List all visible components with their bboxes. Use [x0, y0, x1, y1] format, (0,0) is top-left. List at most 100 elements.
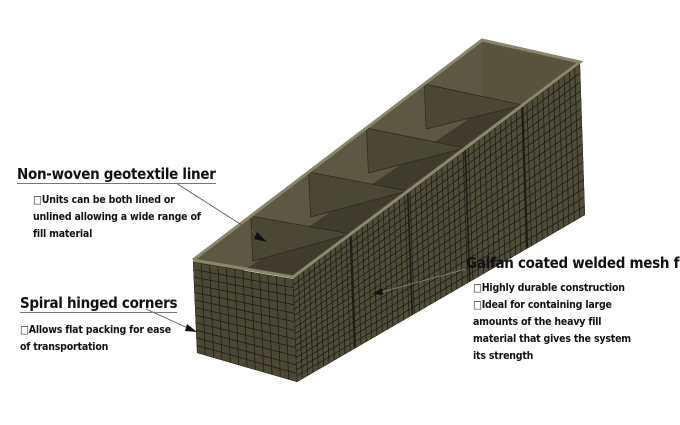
liner-description: □Units can be both lined or unlined allo… [33, 192, 201, 243]
mesh-wire [510, 115, 517, 256]
mesh-wire [294, 143, 583, 334]
mesh-wire [193, 276, 294, 297]
mesh-wire [515, 111, 522, 253]
mesh-wire [195, 322, 296, 349]
mesh-wire [303, 271, 309, 376]
mesh-wire [494, 127, 501, 265]
mesh-wire [295, 152, 584, 340]
corners-line: □Allows flat packing for ease [20, 324, 171, 336]
mesh-wire [196, 337, 297, 366]
liner-line: □Units can be both lined or [33, 194, 175, 206]
mesh-wire [377, 215, 383, 333]
mesh-wire [553, 83, 559, 231]
mesh-description: □Highly durable construction □Ideal for … [473, 280, 631, 365]
mesh-wire [526, 103, 533, 246]
mesh-wire [462, 151, 469, 284]
mesh-wire [367, 223, 373, 339]
mesh-wire [351, 235, 357, 348]
mesh-wire [295, 170, 584, 353]
liner-line: fill material [33, 228, 93, 240]
mesh-line: material that gives the system [473, 333, 631, 345]
mesh-wire [430, 175, 437, 302]
mesh-wire [293, 81, 581, 292]
mesh-wire [194, 307, 296, 331]
mesh-wire [296, 196, 585, 371]
mesh-wire [531, 99, 538, 243]
corners-line: of transportation [20, 341, 109, 353]
mesh-title: Galfan coated welded mesh frame [466, 254, 680, 272]
mesh-wire [499, 123, 506, 262]
mesh-line: its strength [473, 350, 534, 362]
liner-line: unlined allowing a wide range of [33, 211, 201, 223]
mesh-wire [194, 291, 295, 314]
mesh-wire [329, 251, 335, 361]
mesh-wire [547, 87, 554, 234]
mesh-wire [542, 91, 549, 237]
mesh-wire [193, 284, 295, 306]
mesh-wire [297, 275, 303, 379]
mesh-wire [293, 64, 581, 280]
mesh-wire [568, 71, 575, 222]
mesh-wire [356, 231, 362, 345]
front-mesh-grid [193, 262, 297, 382]
mesh-wire [313, 263, 319, 370]
mesh-wire [505, 119, 511, 259]
mesh-wire [195, 314, 296, 340]
mesh-wire [467, 147, 474, 280]
mesh-wire [293, 108, 582, 310]
mesh-wire [308, 267, 314, 373]
panel-seam [407, 192, 413, 316]
mesh-wire [478, 139, 485, 274]
mesh-wire [361, 227, 367, 342]
mesh-wire [382, 211, 389, 330]
corners-description: □Allows flat packing for ease of transpo… [20, 322, 171, 356]
mesh-wire [574, 67, 581, 219]
mesh-wire [483, 135, 490, 271]
mesh-wire [193, 269, 294, 288]
mesh-wire [293, 90, 582, 298]
mesh-wire [194, 299, 295, 323]
mesh-wire [452, 159, 458, 290]
mesh-wire [558, 79, 565, 228]
corners-arrowhead [185, 324, 197, 332]
mesh-wire [335, 247, 341, 358]
mesh-wire [489, 131, 495, 268]
mesh-wire [196, 345, 297, 374]
mesh-line: amounts of the heavy fill [473, 316, 602, 328]
mesh-wire [457, 155, 463, 287]
mesh-wire [420, 183, 426, 308]
mesh-wire [324, 255, 330, 364]
mesh-wire [294, 134, 583, 328]
mesh-wire [393, 203, 399, 324]
mesh-wire [296, 214, 585, 382]
mesh-wire [293, 99, 582, 304]
liner-title: Non-woven geotextile liner [17, 165, 216, 184]
mesh-wire [441, 167, 447, 296]
mesh-wire [404, 195, 410, 318]
mesh-line: □Ideal for containing large [473, 299, 612, 311]
panel-seam [521, 106, 529, 249]
liner-arrowhead [254, 232, 267, 242]
divider-panel [366, 127, 466, 174]
mesh-wire [473, 143, 479, 277]
mesh-wire [372, 219, 378, 336]
mesh-wire [409, 191, 415, 314]
mesh-wire [521, 107, 527, 250]
mesh-wire [295, 179, 585, 359]
mesh-wire [295, 161, 584, 346]
mesh-wire [319, 259, 325, 367]
mesh-wire [563, 75, 570, 225]
mesh-wire [293, 72, 581, 286]
mesh-wire [537, 95, 543, 240]
panel-seam [349, 235, 356, 349]
mesh-wire [398, 199, 405, 321]
mesh-wire [195, 329, 297, 357]
side-mesh-grid [293, 64, 585, 382]
divider-panel [423, 83, 523, 130]
divider-panel [308, 171, 408, 218]
mesh-wire [296, 205, 585, 377]
mesh-wire [340, 243, 346, 355]
mesh-wire [388, 207, 394, 327]
